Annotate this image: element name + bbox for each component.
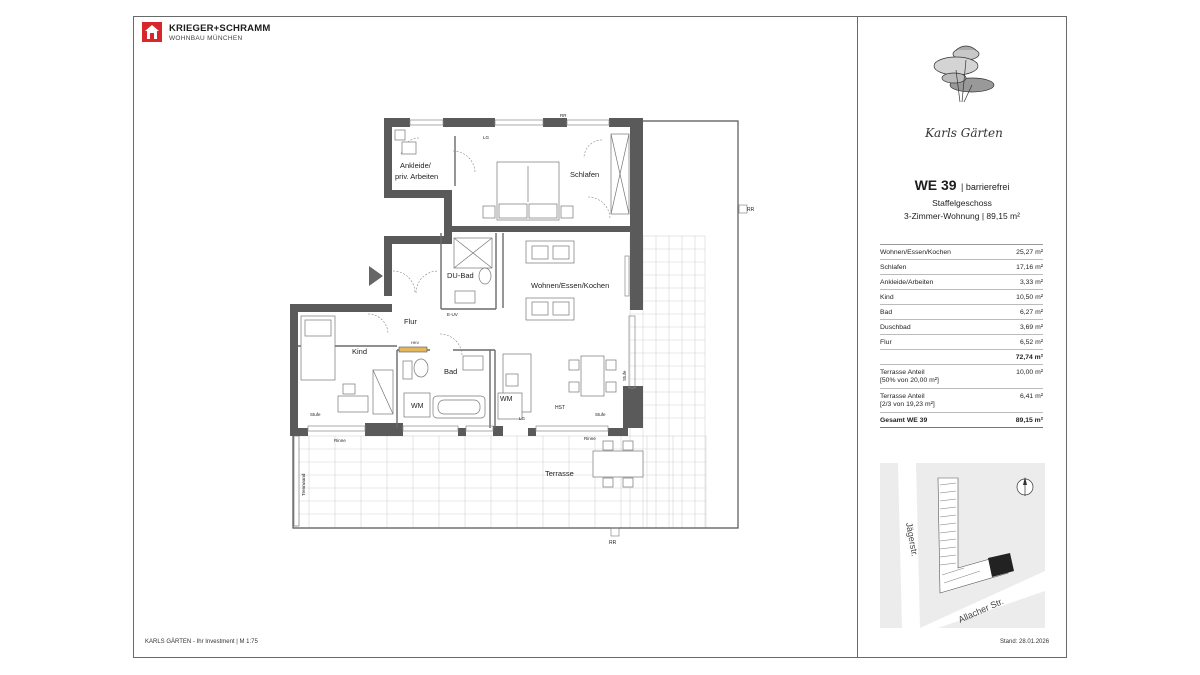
unit-type-area: 3-Zimmer-Wohnung | 89,15 m² (904, 211, 1020, 221)
label-du-bad: DU-Bad (447, 271, 474, 280)
karls-gaerten-logo: Karls Gärten (860, 40, 1065, 150)
unit-number: WE 39 (914, 177, 957, 193)
unit-floor: Staffelgeschoss (932, 198, 992, 208)
unit-accessibility: | barrierefrei (961, 182, 1010, 192)
roof-parapet-line (292, 120, 739, 529)
label-bad: Bad (444, 367, 457, 376)
label-rr-2: RR (747, 207, 755, 213)
ankleide-furniture (394, 129, 417, 155)
terrace-row: Terrasse Anteil[50% von 20,00 m²] 10,00 … (880, 365, 1043, 389)
bathroom-fixtures (402, 355, 523, 420)
label-stufe-2: Stufe (595, 412, 606, 417)
shower-bath-fixtures (453, 237, 493, 304)
label-ankleide-1: Ankleide/ (400, 161, 432, 170)
entrance-arrow-icon (369, 266, 383, 286)
footer-project: KARLS GÄRTEN - Ihr Investment | M 1:75 (145, 639, 258, 645)
street-jaegerstr (898, 463, 920, 628)
label-stufe-1: Stufe (310, 412, 321, 417)
bedroom-furniture (482, 133, 630, 221)
brand-header: KRIEGER+SCHRAMM WOHNBAU MÜNCHEN (142, 22, 270, 42)
site-map: Jägerstr. Allacher Str. (880, 463, 1045, 628)
house-logo-icon (142, 22, 162, 42)
label-ankleide-2: priv. Arbeiten (395, 172, 438, 181)
floor-plan: Ankleide/ priv. Arbeiten Schlafen DU-Bad… (290, 113, 755, 546)
label-terrasse: Terrasse (545, 469, 574, 478)
area-subtotal: 72,74 m² (880, 350, 1043, 365)
label-wm-2: WM (500, 396, 513, 403)
label-rinne-1: Rinne (334, 438, 346, 443)
label-rinne-2: Rinne (584, 436, 596, 441)
walls (290, 118, 643, 436)
label-rr-3: RR (609, 540, 617, 546)
terrace-tiles (295, 235, 707, 529)
footer-date: Stand: 28.01.2026 (1000, 639, 1050, 645)
brand-name: KRIEGER+SCHRAMM (169, 22, 271, 34)
windows (307, 119, 636, 432)
label-schlafen: Schlafen (570, 170, 599, 179)
terrace-table (592, 440, 644, 488)
unit-marker (988, 553, 1014, 577)
hkv-box (398, 346, 428, 353)
label-lg-2: LG (519, 416, 526, 421)
label-kind: Kind (352, 347, 367, 356)
terrace-row: Terrasse Anteil[2/3 von 19,23 m²] 6,41 m… (880, 389, 1043, 413)
label-rr-1: RR (560, 113, 567, 118)
label-flur: Flur (404, 317, 417, 326)
label-lg-1: LG (483, 135, 490, 140)
rr-marker (610, 527, 620, 537)
street-allacher (920, 571, 1045, 628)
label-hst: HST (555, 405, 565, 411)
kind-furniture (300, 315, 394, 415)
north-arrow-icon (1016, 477, 1034, 496)
lotus-flower-icon (933, 45, 995, 103)
label-hkv: HKV (411, 340, 420, 345)
brand-subtitle: WOHNBAU MÜNCHEN (169, 34, 243, 42)
building-hatch (939, 482, 981, 584)
label-stufe-vertical: Stufe (622, 370, 627, 381)
trennwand-strip (293, 435, 300, 527)
rr-marker (738, 204, 748, 214)
label-wohnen: Wohnen/Essen/Kochen (531, 281, 609, 290)
label-wm-1: WM (411, 403, 424, 410)
brand-script-text: Karls Gärten (924, 126, 1003, 140)
living-furniture (502, 240, 617, 413)
plan-sheet-frame (133, 16, 1067, 658)
label-euv: E-UV (447, 312, 458, 317)
sheet-divider (857, 16, 858, 658)
label-trennwand: Trennwand (301, 473, 306, 496)
unit-header: WE 39 | barrierefrei Staffelgeschoss 3-Z… (858, 177, 1066, 221)
